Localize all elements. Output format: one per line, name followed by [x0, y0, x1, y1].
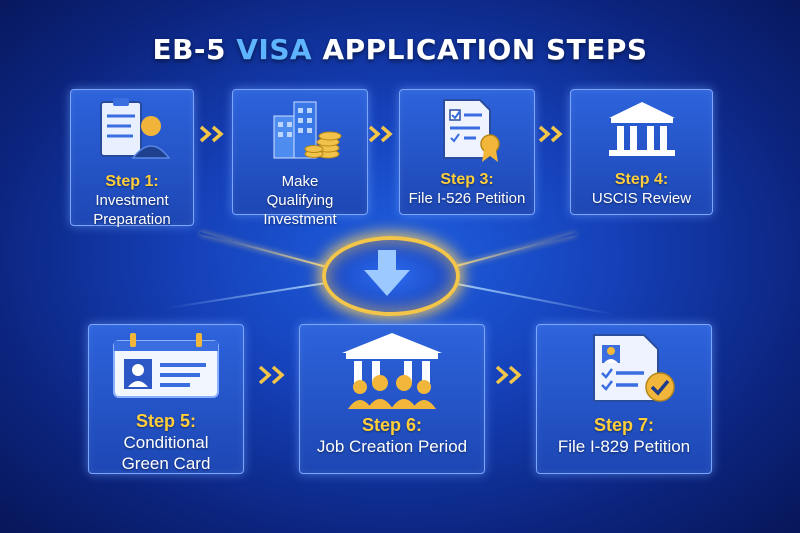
- title-part3: APPLICATION STEPS: [312, 33, 648, 66]
- government-building-icon: [608, 102, 675, 156]
- chevron-right-icon: [199, 125, 224, 143]
- step-5-desc: Conditional Green Card: [121, 433, 211, 473]
- document-award-icon: [443, 99, 500, 162]
- step-1-title: Step 1:: [105, 173, 159, 190]
- step-7-desc: File I-829 Petition: [557, 437, 691, 456]
- step-2-desc: Make Qualifying Investment: [263, 173, 337, 228]
- chevron-right-icon: [368, 125, 393, 143]
- document-check-icon: [593, 334, 675, 402]
- step-5-title: Step 5:: [135, 411, 196, 431]
- step-4-title: Step 4:: [614, 171, 669, 188]
- down-arrow-icon: [364, 250, 410, 296]
- step-card-1: Step 1: Investment Preparation: [70, 89, 194, 228]
- buildings-coins-icon: [273, 101, 342, 159]
- light-beam-lower-left: [167, 281, 327, 309]
- step-1-desc: Investment Preparation: [93, 192, 171, 228]
- chevron-right-icon: [495, 365, 522, 385]
- building-people-icon: [342, 333, 442, 409]
- step-3-title: Step 3:: [440, 171, 494, 188]
- title-accent: VISA: [236, 33, 313, 66]
- light-beam-left: [199, 232, 331, 269]
- step-card-4: Step 4: USCIS Review: [570, 89, 713, 215]
- step-6-title: Step 6:: [361, 415, 422, 435]
- center-hub-ring: [322, 236, 460, 316]
- chevron-right-icon: [258, 365, 285, 385]
- clipboard-person-icon: [100, 98, 171, 159]
- id-card-icon: [113, 333, 219, 398]
- step-4-desc: USCIS Review: [591, 190, 692, 207]
- step-card-6: Step 6: Job Creation Period: [299, 324, 485, 474]
- light-beam-lower-right: [451, 282, 615, 316]
- step-card-5: Step 5: Conditional Green Card: [88, 324, 244, 474]
- step-6-desc: Job Creation Period: [316, 437, 468, 456]
- chevron-right-icon: [538, 125, 563, 143]
- step-card-2: Make Qualifying Investment: [232, 89, 368, 228]
- step-card-7: Step 7: File I-829 Petition: [536, 324, 712, 474]
- light-beam-right: [444, 233, 576, 270]
- page-title: EB-5 VISA APPLICATION STEPS: [0, 33, 800, 66]
- title-part1: EB-5: [152, 33, 237, 66]
- step-7-title: Step 7:: [593, 415, 654, 435]
- step-3-desc: File I-526 Petition: [408, 190, 526, 207]
- step-card-3: Step 3: File I-526 Petition: [399, 89, 535, 215]
